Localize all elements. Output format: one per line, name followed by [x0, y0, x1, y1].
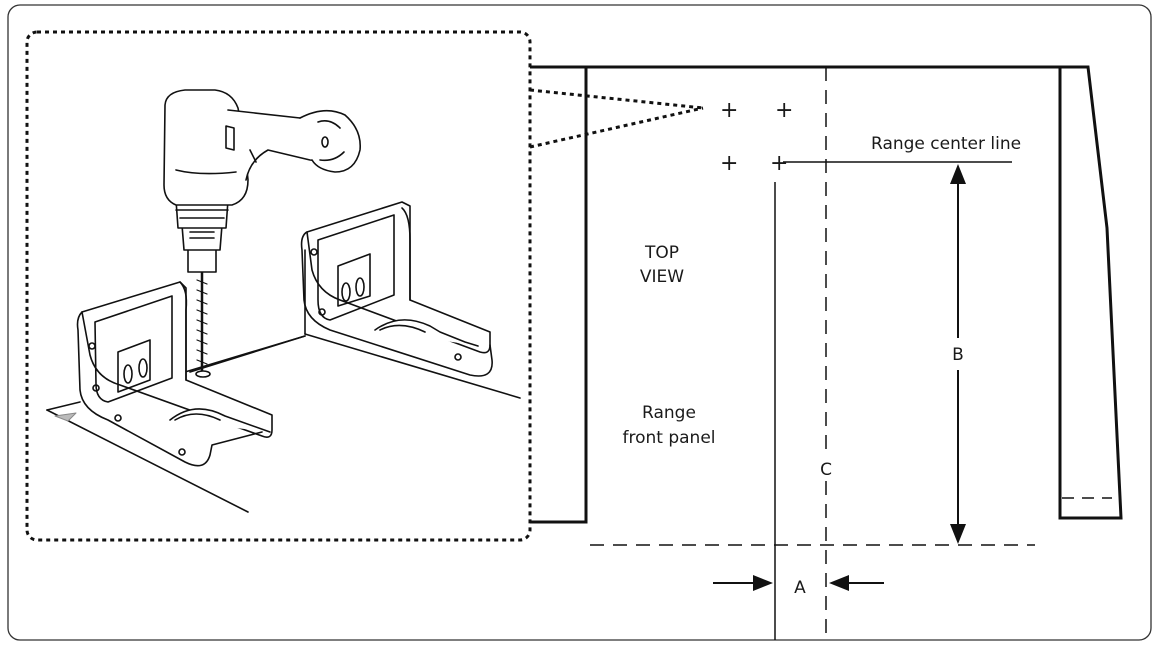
front-panel-label-line2: front panel [622, 428, 715, 448]
anti-tip-bracket-right [300, 201, 493, 377]
dimension-b-arrow-down [950, 524, 966, 544]
callout-leader-top [529, 88, 704, 110]
dimension-a-left-arrow [753, 575, 773, 591]
range-outline-left [530, 65, 588, 524]
hole-mark-top-left: + [720, 98, 738, 123]
dimension-a-label: A [794, 578, 806, 598]
hole-mark-bottom-left: + [720, 151, 738, 176]
dimension-a-right-arrow [829, 575, 849, 591]
anti-tip-bracket-left [76, 281, 273, 467]
dimension-b-label: B [952, 345, 964, 365]
bracket-installation-illustration [46, 89, 521, 513]
center-line-label: Range center line [871, 134, 1021, 154]
outer-frame [7, 4, 1152, 641]
callout-leader-bottom [529, 106, 704, 149]
top-view-label-line1: TOP [644, 243, 679, 263]
power-drill [163, 89, 362, 273]
top-view-label-line2: VIEW [640, 267, 684, 287]
hole-marks: + + + + [720, 98, 793, 176]
dimension-b-arrow-up [950, 164, 966, 184]
range-side-wall [1058, 65, 1123, 520]
dimension-c-label: C [820, 460, 832, 480]
hole-mark-top-right: + [775, 98, 793, 123]
top-view-drawing [530, 65, 1123, 640]
labels: TOP VIEW Range front panel Range center … [622, 134, 1021, 598]
hole-mark-bottom-right: + [770, 151, 788, 176]
detail-callout-box [25, 30, 532, 542]
front-panel-label-line1: Range [642, 403, 696, 423]
